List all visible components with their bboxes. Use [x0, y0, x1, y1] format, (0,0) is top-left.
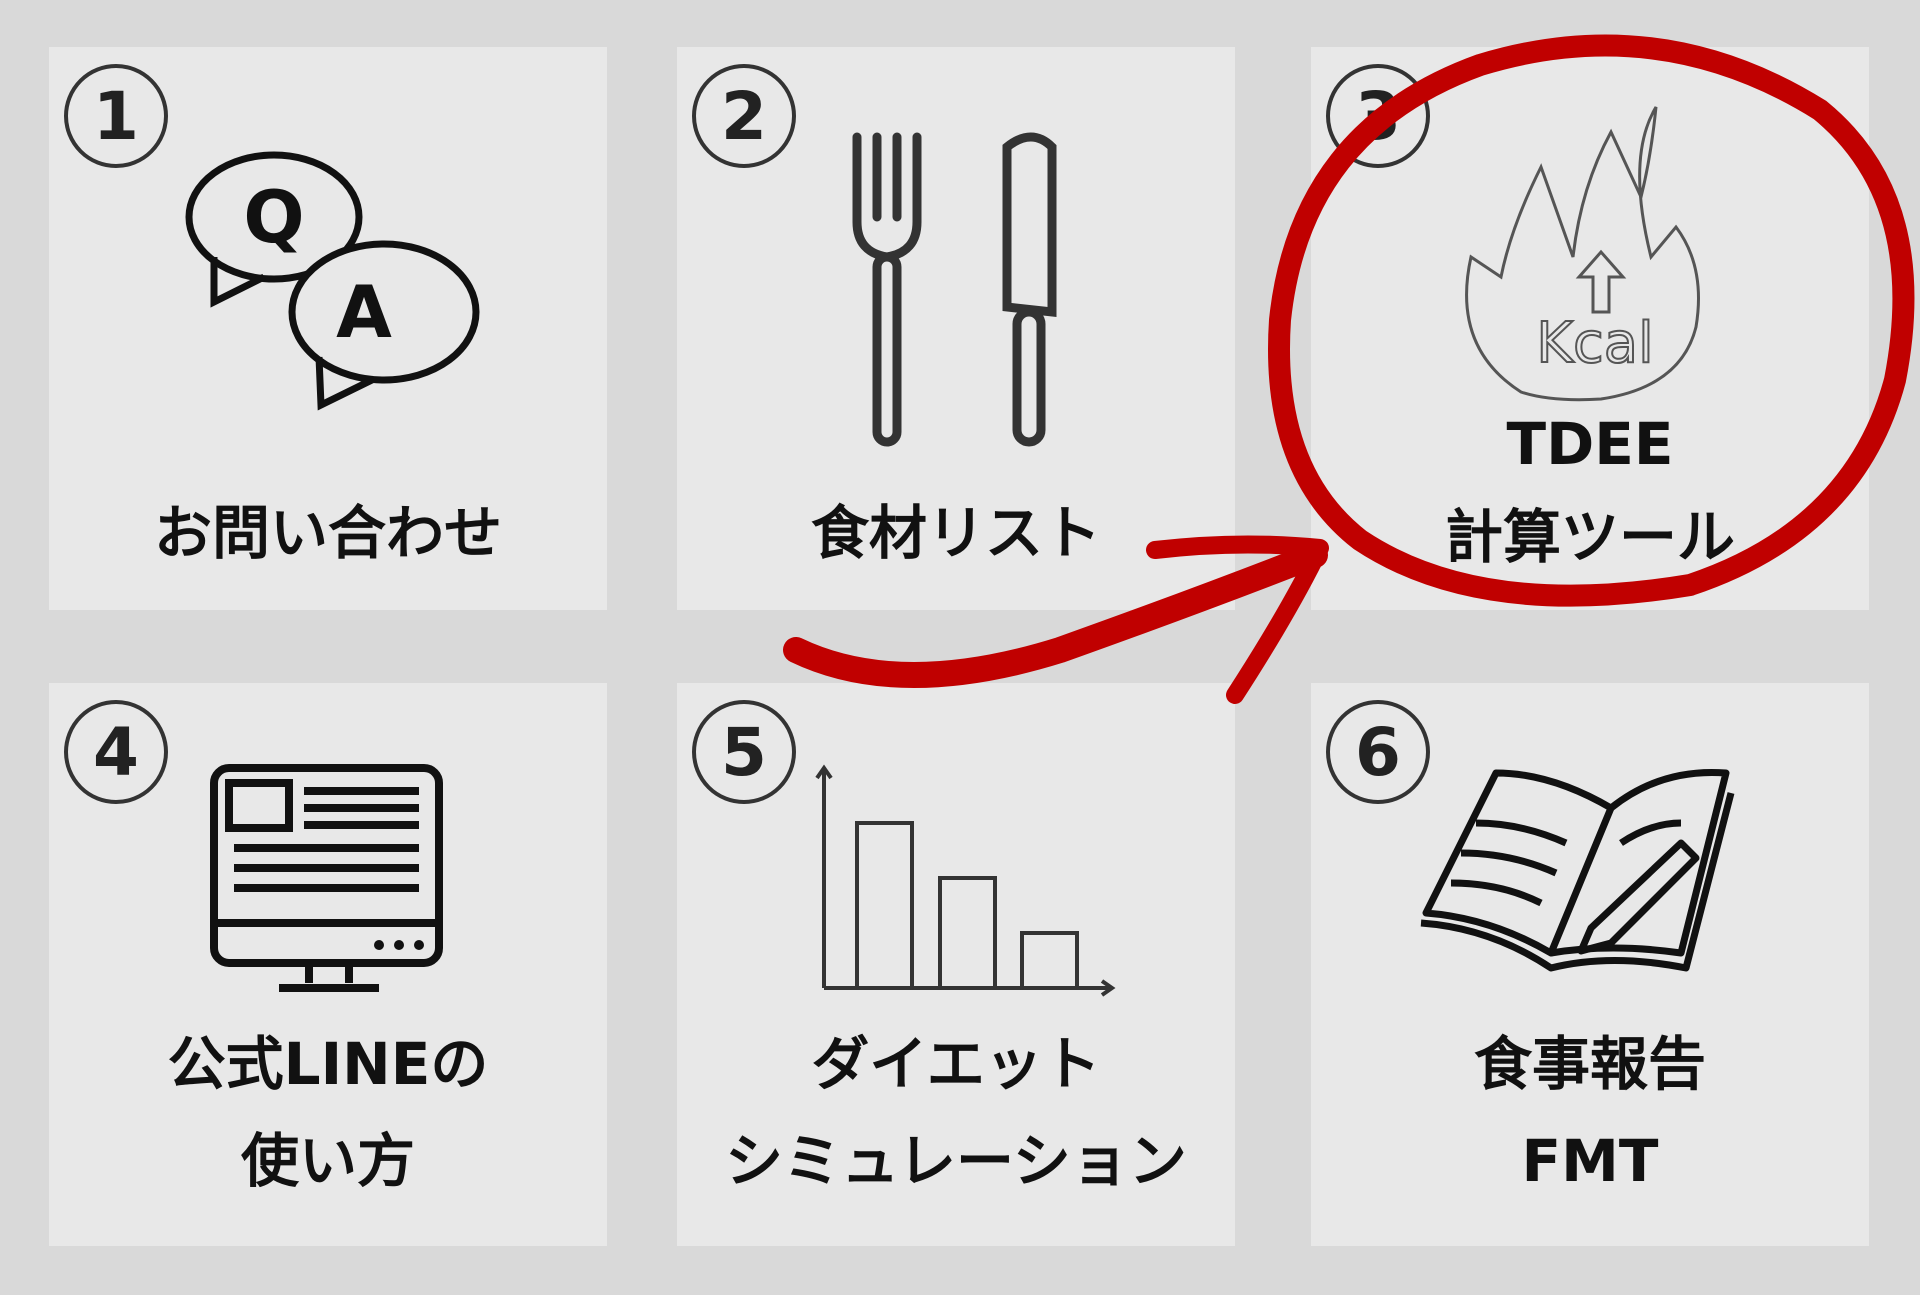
tile-label-line2: 計算ツール	[1444, 503, 1735, 571]
tile-label-line2: シミュレーション	[725, 1127, 1187, 1195]
svg-text:A: A	[336, 270, 392, 354]
tile-label-line1: TDEE	[1506, 410, 1674, 478]
qa-speech-bubbles-icon: Q A	[185, 151, 480, 411]
kcal-text: Kcal	[1536, 311, 1653, 376]
notebook-pencil-icon	[1420, 768, 1735, 972]
number-badge: 4	[64, 700, 168, 804]
menu-tile-diet-simulation[interactable]: 5 ダイエット シミュレーション	[677, 683, 1235, 1246]
number-badge: 5	[692, 700, 796, 804]
menu-tile-line-guide[interactable]: 4 公式LINEの 使い方	[49, 683, 607, 1246]
tile-label-line2: FMT	[1521, 1127, 1659, 1195]
fork-knife-icon	[852, 132, 1057, 447]
tile-label-line2: 使い方	[240, 1127, 415, 1195]
bar-chart-icon	[815, 764, 1116, 997]
number-badge: 2	[692, 64, 796, 168]
tile-label: 食材リスト	[810, 499, 1101, 567]
svg-text:Q: Q	[243, 175, 304, 259]
menu-tile-food-list[interactable]: 2 食材リスト	[677, 47, 1235, 610]
menu-tile-meal-report[interactable]: 6 食事報告 FMT	[1311, 683, 1869, 1246]
number-badge: 6	[1326, 700, 1430, 804]
tile-label: お問い合わせ	[153, 499, 502, 567]
tile-label-line1: 公式LINEの	[167, 1030, 489, 1098]
tile-label-line1: ダイエット	[811, 1030, 1101, 1098]
computer-monitor-icon	[210, 764, 443, 992]
number-badge: 1	[64, 64, 168, 168]
menu-tile-tdee-calculator[interactable]: 3 Kcal TDEE 計算ツール	[1311, 47, 1869, 610]
menu-tile-contact[interactable]: 1 Q A お問い合わせ	[49, 47, 607, 610]
tile-label-line1: 食事報告	[1473, 1030, 1706, 1098]
